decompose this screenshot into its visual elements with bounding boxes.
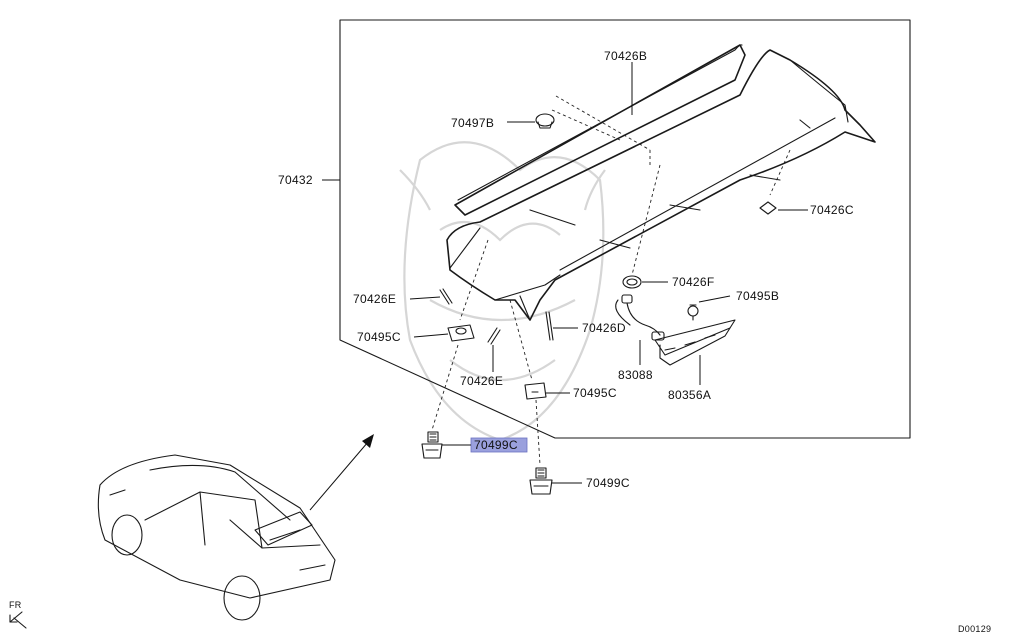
label-70426E-center[interactable]: 70426E — [460, 374, 503, 388]
nut-center — [529, 467, 582, 495]
label-70426B[interactable]: 70426B — [604, 49, 647, 63]
label-70426E-left[interactable]: 70426E — [353, 292, 396, 306]
label-70497B[interactable]: 70497B — [451, 116, 494, 130]
dashed-ref-center — [509, 299, 541, 466]
label-70495C-center[interactable]: 70495C — [573, 386, 617, 400]
label-80356A[interactable]: 80356A — [668, 388, 711, 402]
clip-upper — [507, 113, 555, 129]
screw-lamp — [687, 295, 731, 321]
label-70426C[interactable]: 70426C — [810, 203, 854, 217]
vehicle-outline — [97, 454, 336, 621]
label-70426D[interactable]: 70426D — [582, 321, 626, 335]
label-70426F[interactable]: 70426F — [672, 275, 715, 289]
locator-arrow — [309, 434, 374, 511]
pad-vertical — [545, 311, 578, 341]
diagram-code: D00129 — [958, 624, 991, 634]
assembly-frame — [339, 19, 911, 439]
label-83088[interactable]: 83088 — [618, 368, 653, 382]
label-70495C-left[interactable]: 70495C — [357, 330, 401, 344]
clip-center — [524, 382, 570, 400]
seal-left — [409, 288, 453, 305]
watermark-logo — [399, 141, 606, 442]
seal-side-right — [759, 149, 808, 215]
label-70499C-center[interactable]: 70499C — [586, 476, 630, 490]
front-label: FR — [9, 600, 22, 610]
stop-lamp — [654, 319, 736, 385]
nut-left — [421, 431, 443, 459]
seal-upper-strip — [457, 44, 743, 201]
label-70499C-highlight[interactable]: 70499C — [474, 438, 518, 452]
clip-left — [413, 324, 475, 342]
wire-harness — [615, 294, 665, 365]
front-direction-indicator: FR — [9, 600, 27, 629]
seal-lamp — [622, 164, 668, 289]
seal-center — [487, 327, 501, 372]
dashed-ref-left — [431, 239, 489, 431]
label-70432[interactable]: 70432 — [278, 173, 313, 187]
dashed-ref-upper — [551, 95, 651, 165]
label-70495B[interactable]: 70495B — [736, 289, 779, 303]
rear-spoiler — [446, 44, 876, 321]
